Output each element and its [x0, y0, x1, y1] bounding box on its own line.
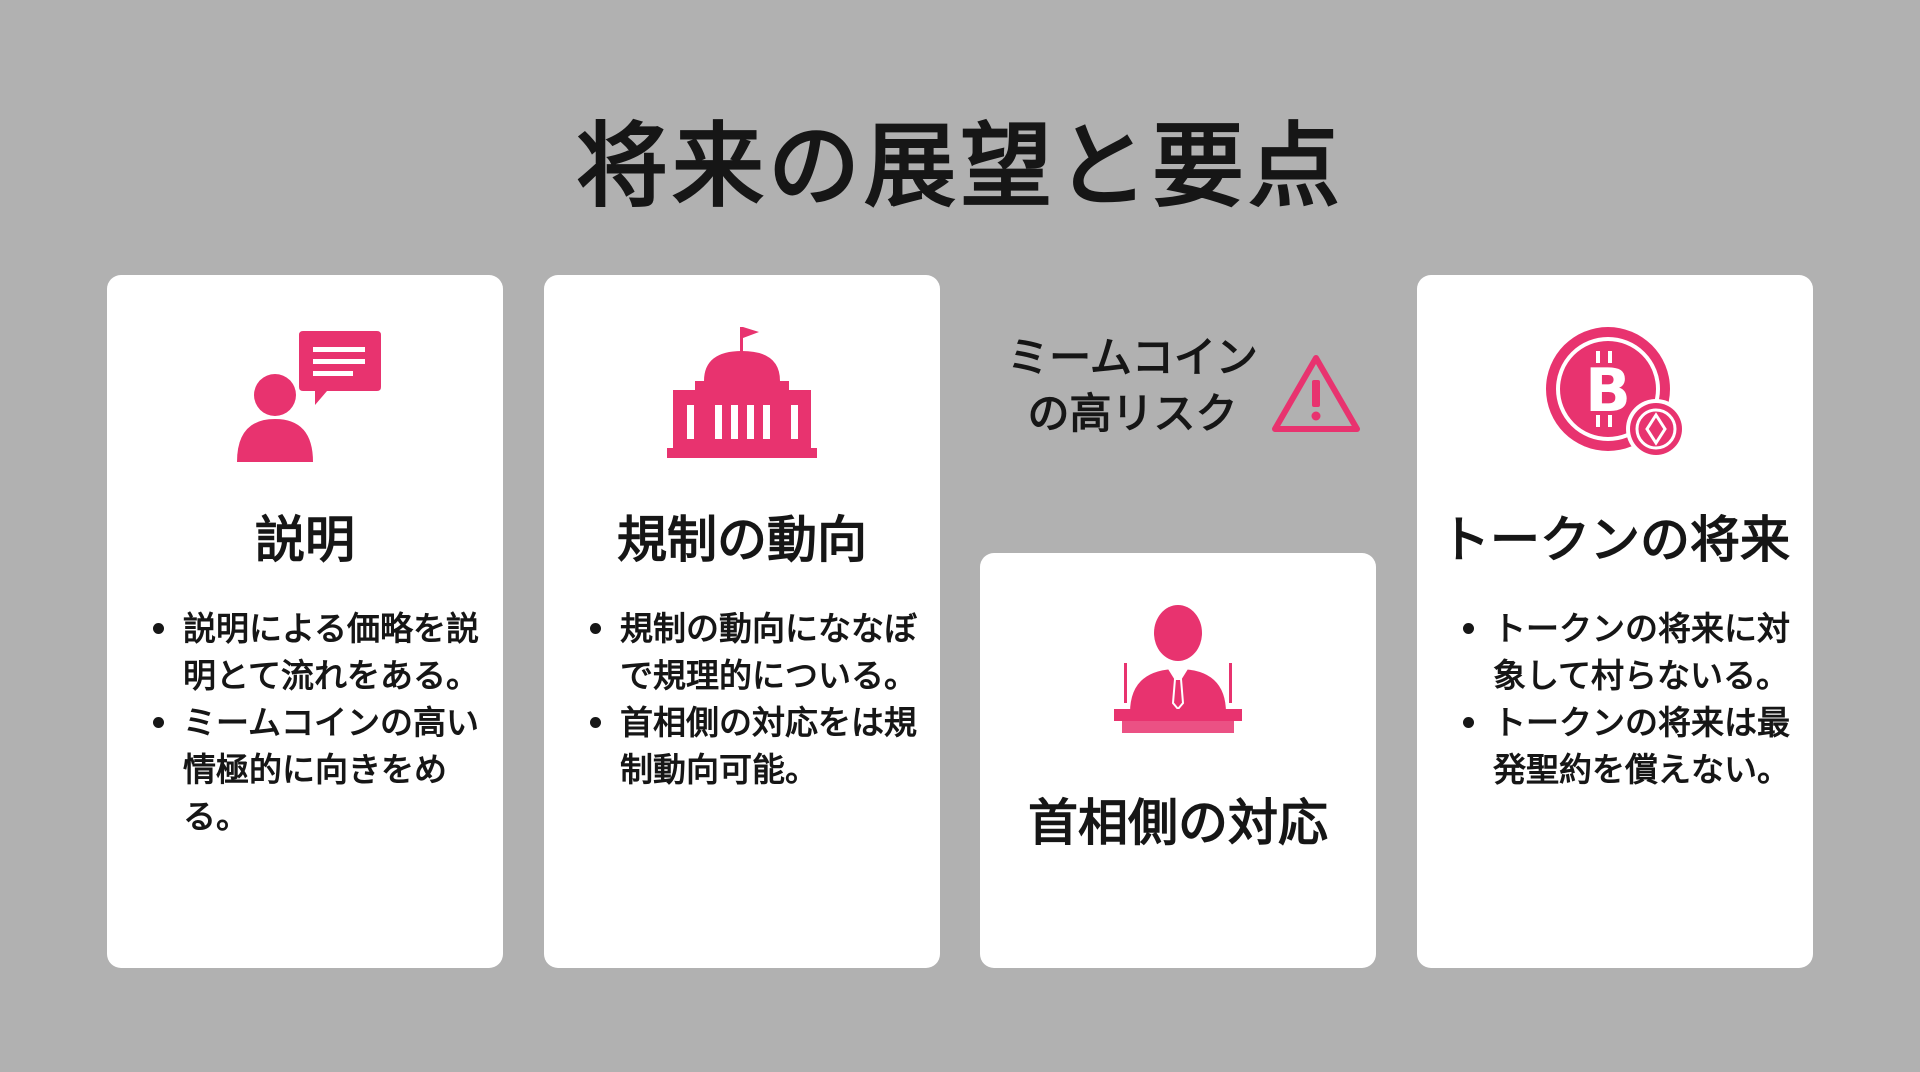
card-title: 首相側の対応: [1028, 794, 1328, 852]
list-item: トークンの将来に対象して村らないる。: [1461, 605, 1791, 699]
warning-triangle-icon: [1270, 352, 1362, 438]
bullet-list: トークンの将来に対象して村らないる。 トークンの将来は最発聖約を償えない。: [1461, 605, 1791, 793]
bullet-list: 規制の動向にななぼで規理的についる。 首相側の対応をは規制動向可能。: [588, 605, 918, 793]
bitcoin-token-icon: B: [1540, 325, 1690, 465]
list-item: 規制の動向にななぼで規理的についる。: [588, 605, 918, 699]
card-title: 規制の動向: [617, 511, 867, 569]
list-item: 説明による価略を説明とて流れをある。: [151, 605, 481, 699]
card-title: 説明: [255, 511, 355, 569]
risk-text-line: ミームコイン: [1007, 333, 1258, 382]
svg-text:B: B: [1585, 356, 1631, 426]
card-regulation: 規制の動向 規制の動向にななぼで規理的についる。 首相側の対応をは規制動向可能。: [544, 275, 940, 968]
list-item: ミームコインの高い情極的に向きをめる。: [151, 699, 481, 840]
card-token-future: B トークンの将来 トークンの将来に対象して村らないる。 トークンの将来は最発聖…: [1417, 275, 1813, 968]
bullet-list: 説明による価略を説明とて流れをある。 ミームコインの高い情極的に向きをめる。: [151, 605, 481, 840]
list-item: 首相側の対応をは規制動向可能。: [588, 699, 918, 793]
risk-label: ミームコイン の高リスク: [990, 330, 1370, 450]
list-item: トークンの将来は最発聖約を償えない。: [1461, 699, 1791, 793]
government-building-icon: [667, 325, 817, 465]
card-prime-minister: 首相側の対応: [980, 553, 1376, 968]
card-explanation: 説明 説明による価略を説明とて流れをある。 ミームコインの高い情極的に向きをめる…: [107, 275, 503, 968]
card-title: トークンの将来: [1440, 511, 1790, 569]
risk-text-line: の高リスク: [1027, 389, 1238, 438]
page-title: 将来の展望と要点: [575, 113, 1344, 220]
speaker-at-podium-icon: [1108, 603, 1248, 743]
risk-text: ミームコイン の高リスク: [990, 330, 1275, 442]
speaker-speech-bubble-icon: [233, 327, 383, 467]
